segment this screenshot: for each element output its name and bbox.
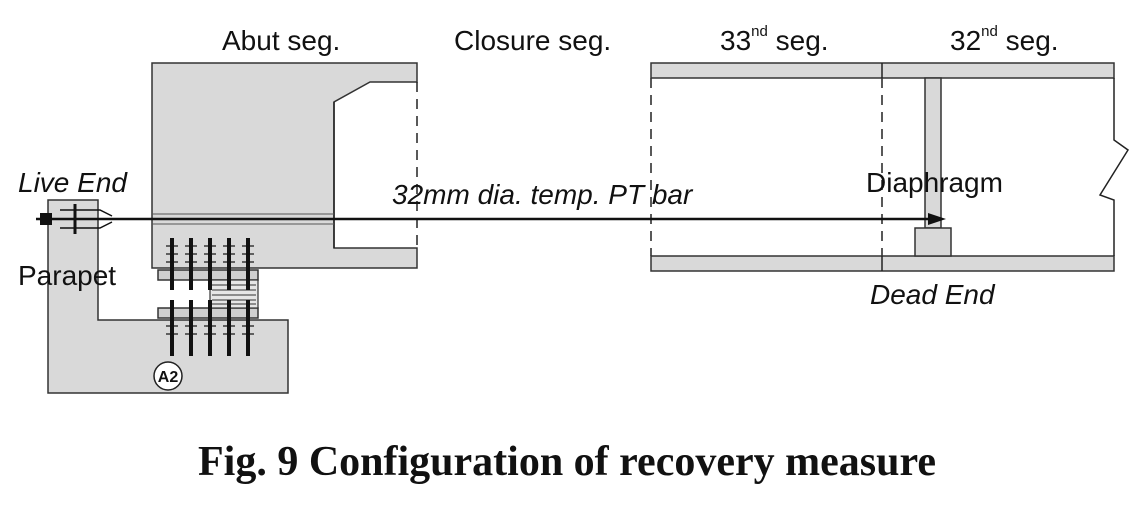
live-end-label: Live End xyxy=(18,167,128,198)
abut-segment xyxy=(151,62,418,269)
diaphragm xyxy=(924,77,942,229)
closure-seg-label: Closure seg. xyxy=(454,25,611,56)
diaphragm-label: Diaphragm xyxy=(866,167,1003,198)
live-end-anchorage xyxy=(40,213,52,225)
pier-mark-circle xyxy=(153,361,183,391)
figure-caption: Fig. 9 Configuration of recovery measure xyxy=(198,439,936,485)
seg32-label: 32nd seg. xyxy=(950,23,1059,56)
dead-end-arrow xyxy=(928,213,946,225)
bolt-threads xyxy=(166,245,254,335)
live-end-coupler xyxy=(60,209,113,229)
pt-bar-label: 32mm dia. temp. PT bar xyxy=(392,179,694,210)
pier-mark-label: A2 xyxy=(158,369,179,386)
dead-end-label: Dead End xyxy=(870,279,996,310)
parapet-label: Parapet xyxy=(18,260,116,291)
abut-seg-label: Abut seg. xyxy=(222,25,340,56)
seg33-label: 33nd seg. xyxy=(720,23,829,56)
bearing-assembly xyxy=(157,238,259,356)
break-line xyxy=(1098,78,1130,256)
anchor-bolts xyxy=(170,238,250,356)
dead-end-anchor-block xyxy=(914,227,952,257)
